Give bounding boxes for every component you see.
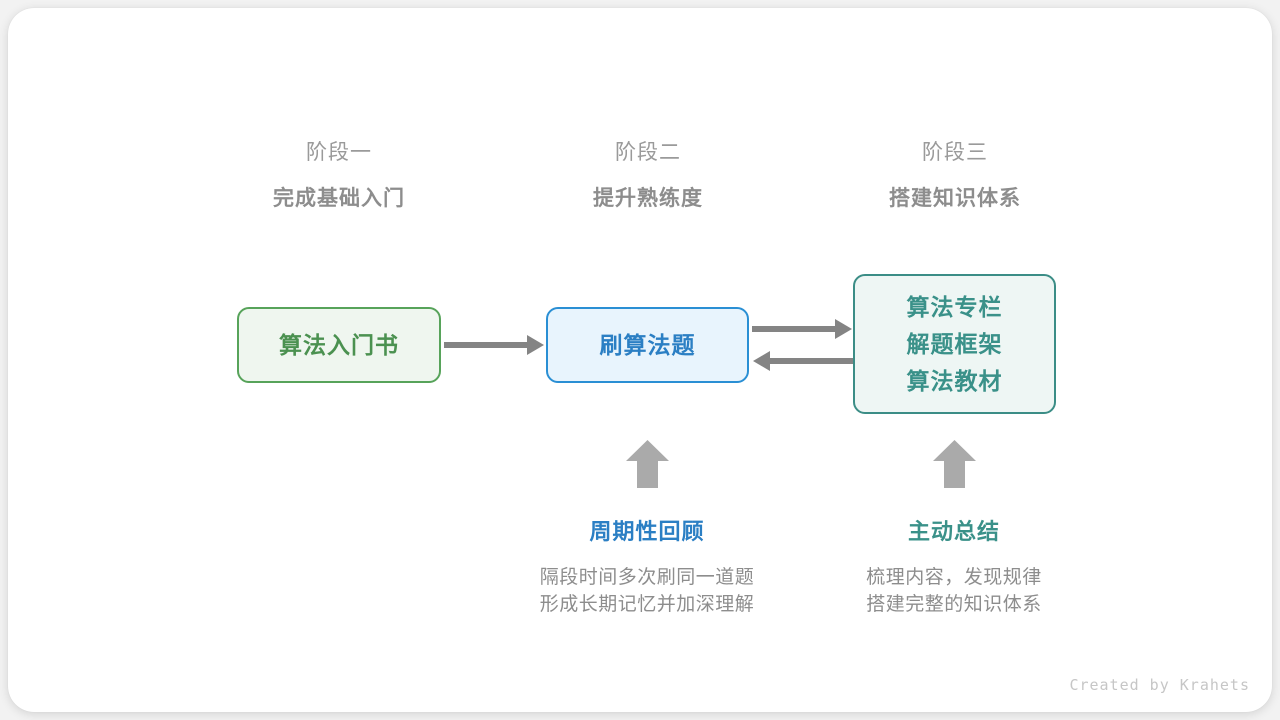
credit-text: Created by Krahets: [1069, 676, 1250, 694]
note-active-summary-line-2: 搭建完整的知识体系: [866, 594, 1042, 615]
arrow-up-summary: [933, 440, 976, 493]
node-intro-book-line-1: 算法入门书: [279, 331, 399, 358]
node-practice-problems-line-1: 刷算法题: [599, 331, 696, 358]
note-periodic-review: 周期性回顾 隔段时间多次刷同一道题 形成长期记忆并加深理解: [497, 517, 797, 618]
stage-label-2: 阶段二: [615, 141, 681, 164]
arrow-book-to-practice-head: [527, 335, 544, 355]
node-intro-book[interactable]: 算法入门书: [237, 307, 441, 383]
node-knowledge-system-line-1: 算法专栏: [906, 293, 1003, 320]
stage-title-3: 搭建知识体系: [889, 187, 1021, 210]
arrow-practice-to-system-shaft: [752, 326, 837, 332]
node-knowledge-system[interactable]: 算法专栏 解题框架 算法教材: [853, 274, 1056, 414]
diagram-card: 阶段一 完成基础入门 阶段二 提升熟练度 阶段三 搭建知识体系 算法入门书 刷算…: [8, 8, 1272, 712]
stage-title-2: 提升熟练度: [593, 187, 703, 210]
note-active-summary-line-1: 梳理内容，发现规律: [866, 567, 1042, 588]
arrow-up-review: [626, 440, 669, 493]
stage-header-2: 阶段二 提升熟练度: [518, 138, 778, 214]
stage-header-3: 阶段三 搭建知识体系: [825, 138, 1085, 214]
stage-label-3: 阶段三: [922, 141, 988, 164]
arrow-book-to-practice-shaft: [444, 342, 529, 348]
note-periodic-review-title: 周期性回顾: [589, 519, 705, 544]
note-active-summary-title: 主动总结: [907, 519, 1000, 544]
stage-header-1: 阶段一 完成基础入门: [209, 138, 469, 214]
node-practice-problems[interactable]: 刷算法题: [546, 307, 749, 383]
stage-title-1: 完成基础入门: [273, 187, 405, 210]
note-active-summary: 主动总结 梳理内容，发现规律 搭建完整的知识体系: [804, 517, 1104, 618]
note-periodic-review-line-2: 形成长期记忆并加深理解: [539, 594, 755, 615]
arrow-practice-to-system-head: [835, 319, 852, 339]
stage-label-1: 阶段一: [306, 141, 372, 164]
note-periodic-review-line-1: 隔段时间多次刷同一道题: [539, 567, 755, 588]
node-knowledge-system-line-2: 解题框架: [906, 330, 1003, 357]
node-knowledge-system-line-3: 算法教材: [906, 367, 1003, 394]
arrow-system-to-practice-shaft: [768, 358, 853, 364]
arrow-system-to-practice-head: [753, 351, 770, 371]
